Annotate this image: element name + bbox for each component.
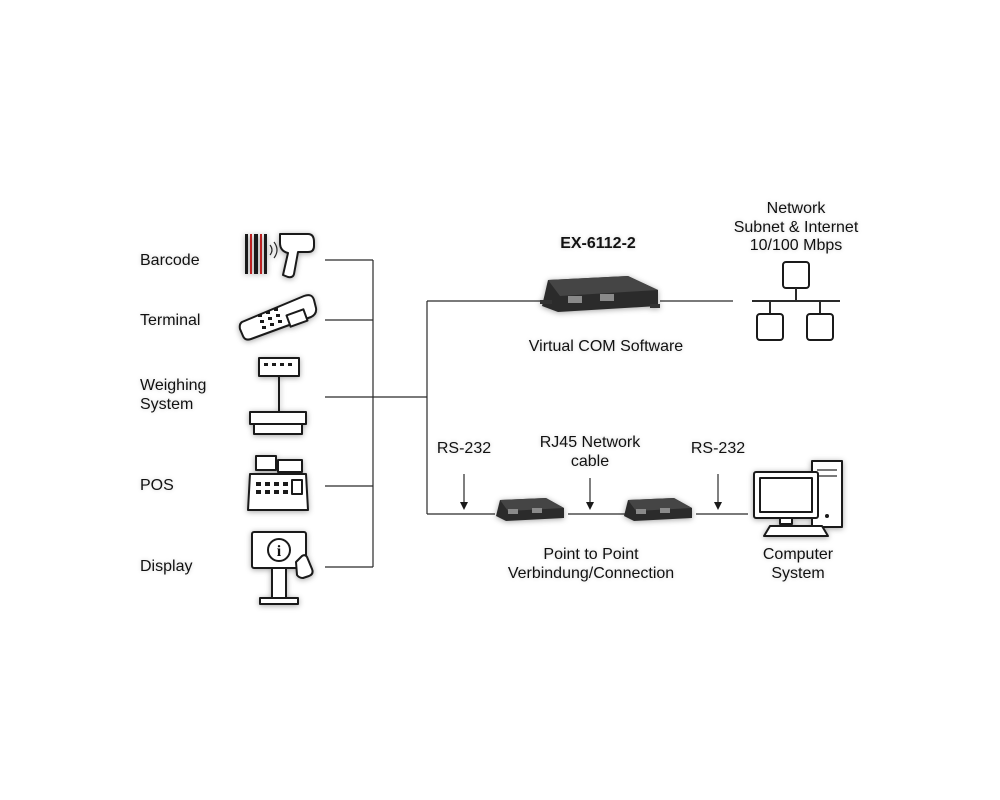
server-model-title: EX-6112-2 — [560, 235, 636, 252]
p2p-device-left — [496, 498, 564, 521]
computer-icon — [753, 460, 843, 537]
rj45-label-line2: cable — [570, 453, 610, 470]
barcode-scanner-icon — [245, 233, 315, 279]
rj45-label-line1: RJ45 Network — [539, 434, 641, 451]
rs232-right-label: RS-232 — [690, 440, 746, 457]
rs232-left-label: RS-232 — [436, 440, 492, 457]
network-label-line2: Subnet & Internet — [733, 219, 859, 236]
computer-label-line1: Computer — [762, 546, 834, 563]
computer-label-line2: System — [771, 565, 825, 582]
network-label-line3: 10/100 Mbps — [749, 237, 843, 254]
server-software-label: Virtual COM Software — [528, 338, 684, 355]
pos-register-icon — [247, 455, 309, 511]
p2p-caption-line2: Verbindung/Connection — [507, 565, 675, 582]
label-barcode: Barcode — [140, 252, 200, 269]
label-pos: POS — [140, 477, 174, 494]
arrow-rs232-left — [460, 474, 468, 510]
arrow-rs232-right — [714, 474, 722, 510]
device-bus-lines — [325, 259, 748, 568]
arrow-rj45 — [586, 478, 594, 510]
svg-text:i: i — [277, 543, 282, 560]
weighing-scale-icon — [249, 357, 307, 435]
network-label-line1: Network — [766, 200, 826, 217]
terminal-icon — [238, 294, 318, 341]
p2p-caption-line1: Point to Point — [543, 546, 639, 563]
label-weighing-line2: System — [140, 396, 194, 413]
p2p-device-right — [624, 498, 692, 521]
label-display: Display — [140, 558, 193, 575]
ex-6112-2-device — [540, 276, 660, 312]
label-weighing-line1: Weighing — [140, 377, 207, 394]
label-terminal: Terminal — [140, 312, 201, 329]
info-kiosk-icon: i — [251, 531, 314, 605]
network-topology-icon — [752, 261, 840, 341]
